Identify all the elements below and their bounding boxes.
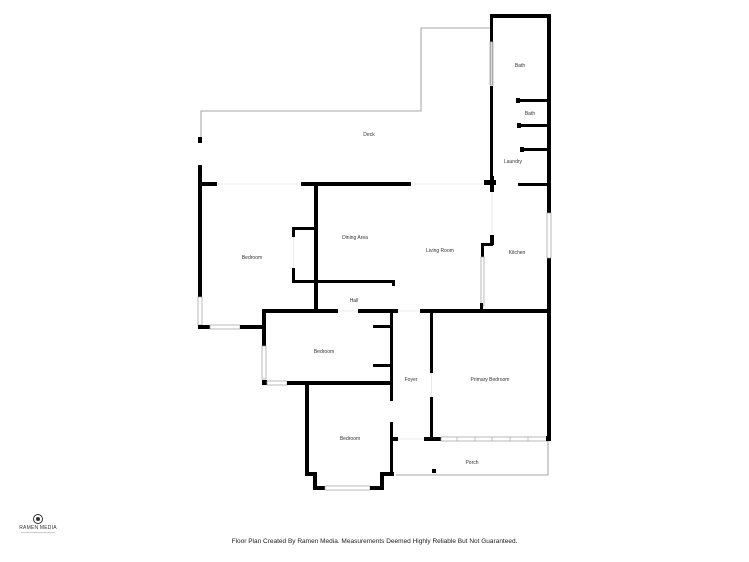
footer-disclaimer: Floor Plan Created By Ramen Media. Measu… — [231, 538, 518, 545]
room-label-laundry: Laundry — [503, 159, 523, 165]
camera-aperture-icon — [33, 514, 43, 524]
logo-divider — [21, 532, 55, 533]
logo-text: RAMEN MEDIA — [19, 525, 57, 531]
porch-post — [432, 469, 436, 473]
windows-primary-bedroom — [440, 436, 551, 442]
room-label-bath-upper: Bath — [514, 63, 526, 69]
room-label-porch: Porch — [465, 460, 479, 466]
room-label-primary-bedroom: Primary Bedroom — [470, 377, 510, 383]
room-label-bedroom-west: Bedroom — [241, 255, 263, 261]
walls-north — [200, 182, 484, 186]
room-label-hall: Hall — [349, 298, 359, 304]
room-label-kitchen: Kitchen — [508, 250, 526, 256]
room-label-living-room: Living Room — [426, 248, 454, 254]
walls-bedroom-south — [305, 383, 394, 491]
walls-hall — [263, 303, 551, 313]
walls-bedroom-west — [197, 137, 395, 330]
room-label-foyer: Foyer — [404, 377, 418, 383]
room-label-dining-area: Dining Area — [342, 235, 368, 241]
room-label-bath-lower: Bath — [524, 111, 536, 117]
room-label-deck: Deck — [363, 132, 375, 138]
brand-logo: RAMEN MEDIA — [16, 514, 60, 533]
porch-outline — [396, 440, 549, 476]
room-label-bedroom-middle: Bedroom — [313, 349, 335, 355]
walls-foyer — [390, 313, 441, 476]
room-label-bedroom-south: Bedroom — [339, 436, 361, 442]
walls-bedroom-middle — [261, 309, 393, 401]
deck-outline — [200, 27, 491, 138]
walls-kitchen — [480, 192, 552, 307]
